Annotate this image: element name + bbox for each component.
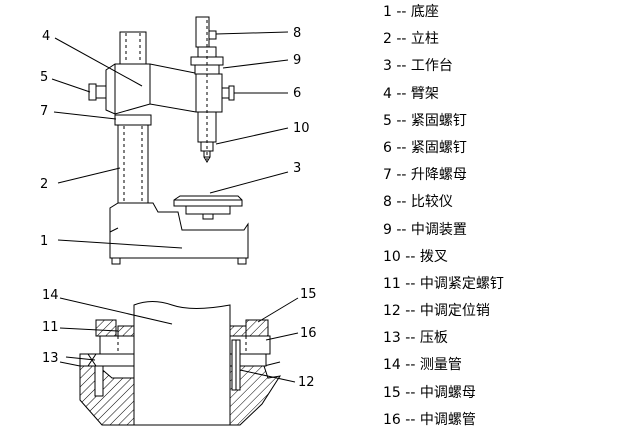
callout-numbers: 1 2 3 4 5 6 7 8 9 10 11 12 13 14 15 16: [40, 26, 317, 390]
legend-item-13: 13 -- 压板: [383, 330, 448, 347]
callout-8: 8: [293, 26, 301, 41]
callout-3: 3: [293, 161, 301, 176]
legend-item-2: 2 -- 立柱: [383, 31, 439, 48]
stand-drawing: [88, 16, 249, 265]
legend-item-4: 4 -- 臂架: [383, 85, 439, 102]
fork-part: [197, 20, 217, 163]
legend-item-10: 10 -- 拨叉: [383, 248, 448, 265]
parts-legend: 1 -- 底座 2 -- 立柱 3 -- 工作台 4 -- 臂架 5 -- 紧固…: [383, 2, 504, 437]
screw-5-part: [88, 83, 107, 101]
callout-1: 1: [40, 234, 48, 249]
legend-item-15: 15 -- 中调螺母: [383, 384, 476, 401]
callout-7: 7: [40, 104, 48, 119]
callout-6: 6: [293, 86, 301, 101]
worktable-part: [173, 195, 243, 220]
legend-item-11: 11 -- 中调紧定螺钉: [383, 275, 504, 292]
callout-9: 9: [293, 53, 301, 68]
callout-5: 5: [40, 70, 48, 85]
legend-item-14: 14 -- 测量管: [383, 357, 462, 374]
comparator-part: [195, 16, 217, 58]
legend-item-9: 9 -- 中调装置: [383, 221, 467, 238]
callout-14: 14: [42, 288, 59, 303]
callout-13: 13: [42, 351, 59, 366]
fine-adjust-device-part: [190, 56, 224, 75]
legend-item-6: 6 -- 紧固螺钉: [383, 139, 467, 156]
arm-part: [105, 63, 223, 115]
callout-12: 12: [298, 375, 315, 390]
leader-lines: [51, 31, 299, 383]
legend-item-12: 12 -- 中调定位销: [383, 303, 490, 320]
callout-10: 10: [293, 121, 310, 136]
legend-item-5: 5 -- 紧固螺钉: [383, 112, 467, 129]
screw-6-part: [221, 85, 235, 101]
legend-item-8: 8 -- 比较仪: [383, 194, 453, 211]
legend-item-7: 7 -- 升降螺母: [383, 167, 467, 184]
base-part: [109, 202, 249, 265]
legend-item-3: 3 -- 工作台: [383, 58, 453, 75]
lifting-nut-part: [114, 114, 152, 126]
legend-item-1: 1 -- 底座: [383, 4, 439, 20]
callout-4: 4: [42, 29, 50, 44]
callout-15: 15: [300, 287, 317, 302]
callout-11: 11: [42, 320, 59, 335]
section-drawing: [59, 301, 282, 426]
callout-2: 2: [40, 177, 48, 192]
callout-16: 16: [300, 326, 317, 341]
legend-item-16: 16 -- 中调螺管: [383, 411, 476, 428]
